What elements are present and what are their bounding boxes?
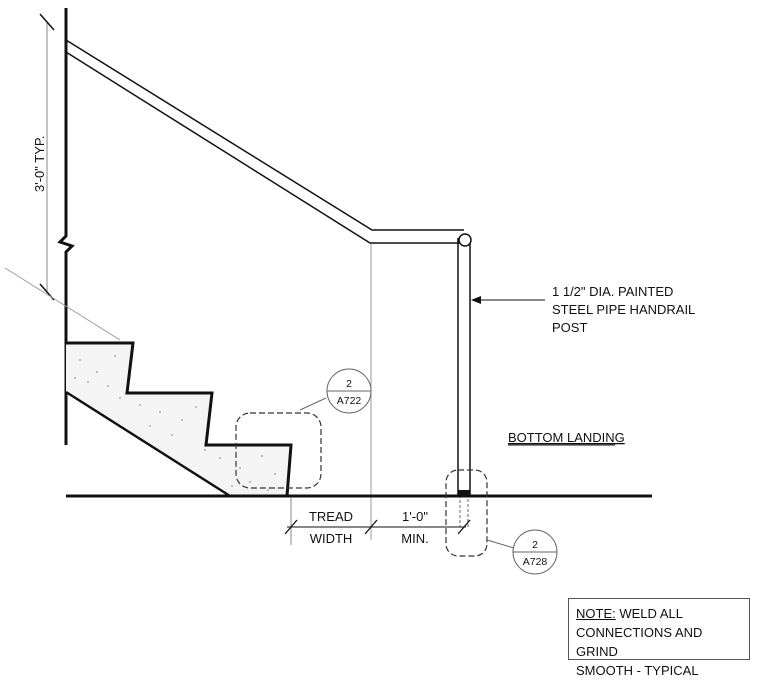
note-line-2: CONNECTIONS AND GRIND bbox=[576, 625, 703, 659]
bottom-dimension-string: TREAD WIDTH 1'-0" MIN. bbox=[284, 498, 471, 546]
post-cap-icon bbox=[458, 233, 472, 247]
tread-label: TREAD bbox=[309, 509, 353, 524]
detail-tag-a728: 2 A728 bbox=[486, 529, 558, 575]
detail-boundary-a722 bbox=[235, 412, 322, 489]
detail-sheet: A722 bbox=[337, 395, 362, 407]
note-label: NOTE: bbox=[576, 606, 616, 621]
post-callout-line-1: 1 1/2" DIA. PAINTED bbox=[552, 284, 673, 299]
post-callout-line-3: POST bbox=[552, 320, 587, 335]
handrail bbox=[65, 39, 464, 244]
concrete-stair bbox=[65, 341, 293, 498]
post-callout-line-2: STEEL PIPE HANDRAIL bbox=[552, 302, 695, 317]
min-dimension-value: 1'-0" bbox=[402, 509, 428, 524]
detail-sheet: A728 bbox=[523, 556, 548, 568]
post-callout-leader bbox=[471, 296, 545, 304]
detail-tag-a722: 2 A722 bbox=[299, 368, 372, 414]
bottom-landing-label: BOTTOM LANDING bbox=[508, 430, 625, 445]
rail-height-dimension: 3'-0" TYP. bbox=[32, 13, 55, 301]
width-label: WIDTH bbox=[310, 531, 353, 546]
note-line-1: WELD ALL bbox=[619, 606, 683, 621]
rail-height-label: 3'-0" TYP. bbox=[32, 136, 47, 192]
nosing-line bbox=[4, 267, 121, 341]
detail-number: 2 bbox=[532, 539, 538, 551]
wall-line bbox=[57, 8, 75, 445]
note-line-3: SMOOTH - TYPICAL bbox=[576, 663, 699, 678]
detail-boundary-a728 bbox=[445, 469, 488, 557]
handrail-post bbox=[457, 233, 472, 528]
detail-number: 2 bbox=[346, 378, 352, 390]
weld-note: NOTE: WELD ALL CONNECTIONS AND GRIND SMO… bbox=[568, 598, 750, 678]
min-label: MIN. bbox=[401, 531, 428, 546]
